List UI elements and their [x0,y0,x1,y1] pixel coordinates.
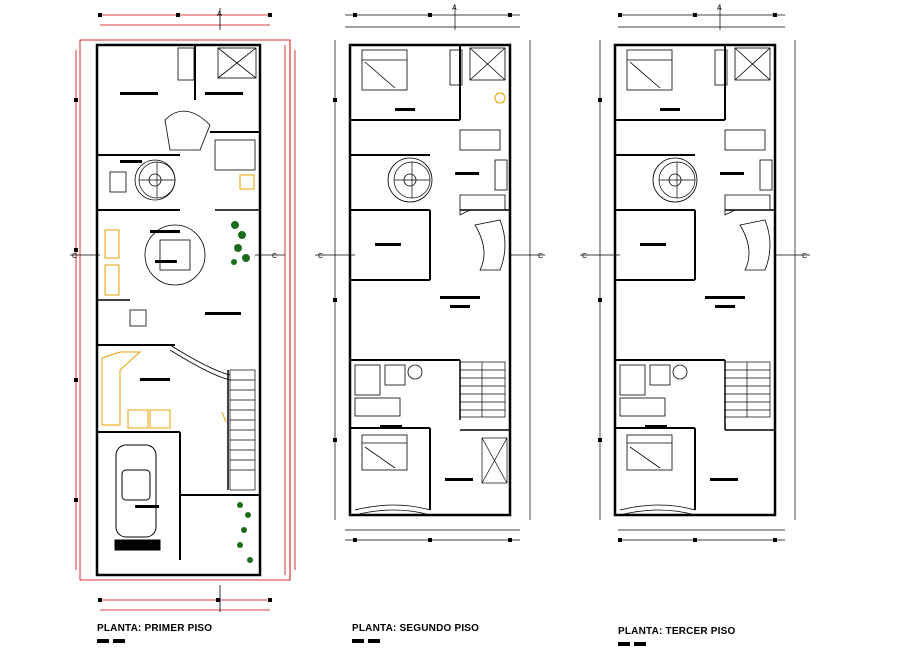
plan-segundo-piso [315,4,545,542]
furniture [619,47,773,516]
plan-title-primer-piso: PLANTA: PRIMER PISO [97,623,213,634]
section-marker-left: C [72,253,77,260]
fixture-accent [494,92,506,104]
dimension-ticks [598,13,777,542]
stairs [658,161,771,418]
plants [231,221,253,563]
plan-scale-segundo-piso [352,639,382,643]
furniture [109,47,257,381]
section-marker-left-3: C [582,253,587,260]
stairs [138,161,256,491]
plan-primer-piso [70,8,296,612]
furniture [354,47,508,516]
section-marker-right: C [272,253,277,260]
plan-title-segundo-piso: PLANTA: SEGUNDO PISO [352,623,480,634]
north-marker-3: A [717,5,722,12]
axis-markers [70,8,285,612]
north-marker-1: A [217,11,222,18]
walls [613,43,777,517]
dimension-lines [75,14,296,611]
room-labels [640,108,745,481]
stairs [393,161,508,484]
walls [95,43,262,577]
plan-scale-tercer-piso [618,642,648,646]
plan-scale-primer-piso [97,639,127,643]
dimension-ticks [333,13,512,542]
dimension-lines [315,4,545,541]
section-marker-left-2: C [318,253,323,260]
section-marker-right-3: C [802,253,807,260]
north-marker-2: A [452,5,457,12]
dimension-ticks [74,13,272,602]
car-icon [114,444,161,551]
room-labels [120,92,243,508]
section-markers: C C C C C C A A A [72,5,807,260]
plan-tercer-piso [580,4,810,542]
section-marker-right-2: C [538,253,543,260]
plan-title-tercer-piso: PLANTA: TERCER PISO [618,626,736,637]
sofa-set [101,174,255,429]
room-labels [375,108,480,481]
